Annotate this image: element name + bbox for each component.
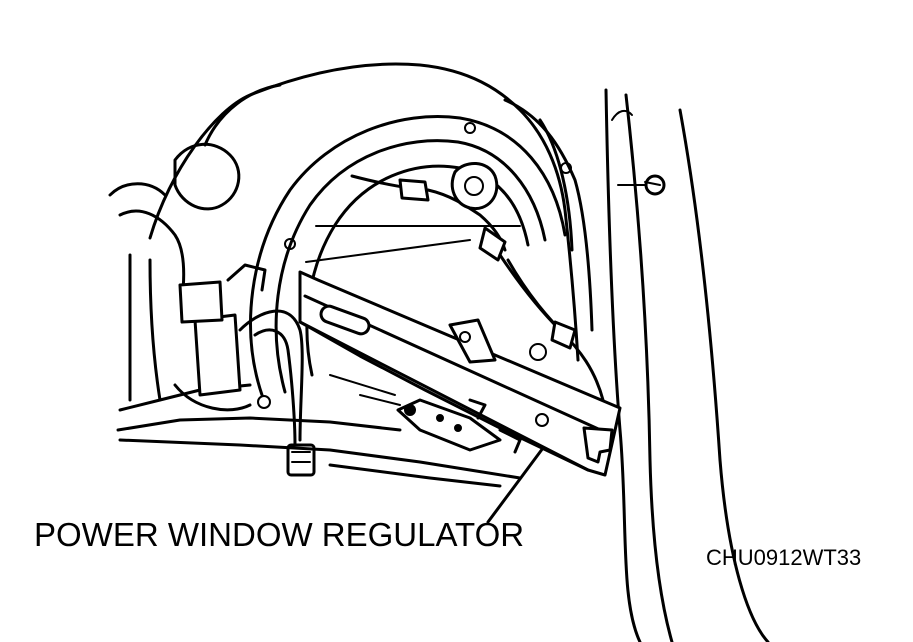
left-wiring-harness (108, 142, 402, 477)
figure-code: CHU0912WT33 (706, 545, 862, 570)
door-sill (118, 374, 522, 488)
power-window-regulator-rail (298, 270, 622, 477)
regulator-cable (350, 162, 605, 402)
callout-leader-line (486, 446, 545, 524)
callout-label-power-window-regulator: POWER WINDOW REGULATOR (34, 516, 525, 553)
